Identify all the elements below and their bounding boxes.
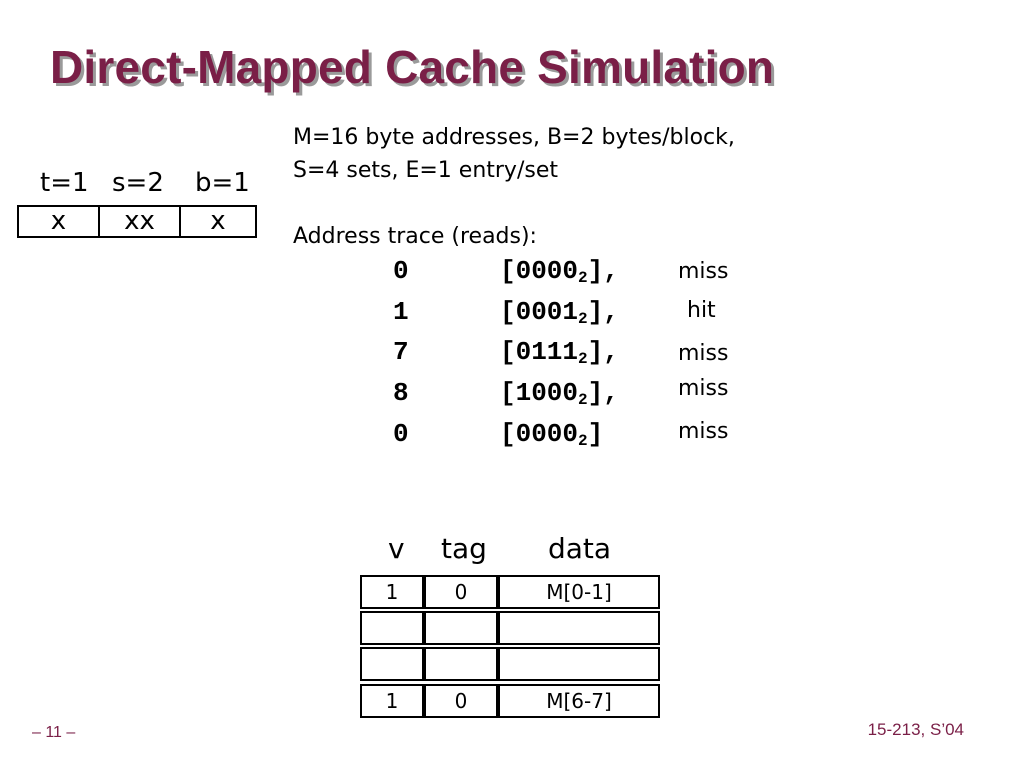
cache-line: 1 0 M[0-1] <box>360 575 660 609</box>
tag-cell: 0 <box>424 575 498 609</box>
block-field: x <box>179 207 255 236</box>
trace-result: miss <box>678 419 729 444</box>
slide-title: Direct-Mapped Cache Simulation <box>50 41 775 93</box>
trace-binary: [00012], <box>500 297 619 328</box>
data-cell <box>498 611 660 645</box>
data-cell: M[0-1] <box>498 575 660 609</box>
tag-cell: 0 <box>424 684 498 718</box>
valid-header: v <box>388 532 405 565</box>
trace-heading: Address trace (reads): <box>293 224 537 249</box>
tag-bits-label: t=1 <box>40 168 89 198</box>
address-format-box: x xx x <box>17 205 257 238</box>
block-bits-label: b=1 <box>195 168 250 198</box>
tag-cell <box>424 647 498 681</box>
trace-decimal: 1 <box>393 297 409 327</box>
trace-decimal: 0 <box>393 419 409 449</box>
cache-line: 1 0 M[6-7] <box>360 684 660 718</box>
trace-result: miss <box>678 341 729 366</box>
trace-decimal: 8 <box>393 378 409 408</box>
course-label: 15-213, S’04 <box>867 720 964 739</box>
tag-field: x <box>50 206 67 236</box>
trace-binary: [10002], <box>500 378 619 409</box>
trace-binary: [01112], <box>500 337 619 368</box>
valid-bit <box>360 611 424 645</box>
trace-result: miss <box>678 259 729 284</box>
trace-binary: [00002], <box>500 256 619 287</box>
valid-bit: 1 <box>360 575 424 609</box>
trace-binary: [00002] <box>500 419 604 450</box>
data-cell <box>498 647 660 681</box>
cache-line <box>360 647 660 681</box>
params-line-2: S=4 sets, E=1 entry/set <box>293 158 558 183</box>
valid-bit: 1 <box>360 684 424 718</box>
page-number: – 11 – <box>32 724 76 741</box>
trace-decimal: 7 <box>393 337 409 367</box>
cache-line <box>360 611 660 645</box>
trace-result: hit <box>687 298 716 323</box>
trace-decimal: 0 <box>393 256 409 286</box>
set-bits-label: s=2 <box>112 168 164 198</box>
data-header: data <box>548 532 612 565</box>
tag-header: tag <box>441 532 487 565</box>
set-field: xx <box>98 207 179 236</box>
cache-parameters: M=16 byte addresses, B=2 bytes/block, S=… <box>293 121 735 187</box>
data-cell: M[6-7] <box>498 684 660 718</box>
trace-result: miss <box>678 376 729 401</box>
valid-bit <box>360 647 424 681</box>
tag-cell <box>424 611 498 645</box>
params-line-1: M=16 byte addresses, B=2 bytes/block, <box>293 125 735 150</box>
